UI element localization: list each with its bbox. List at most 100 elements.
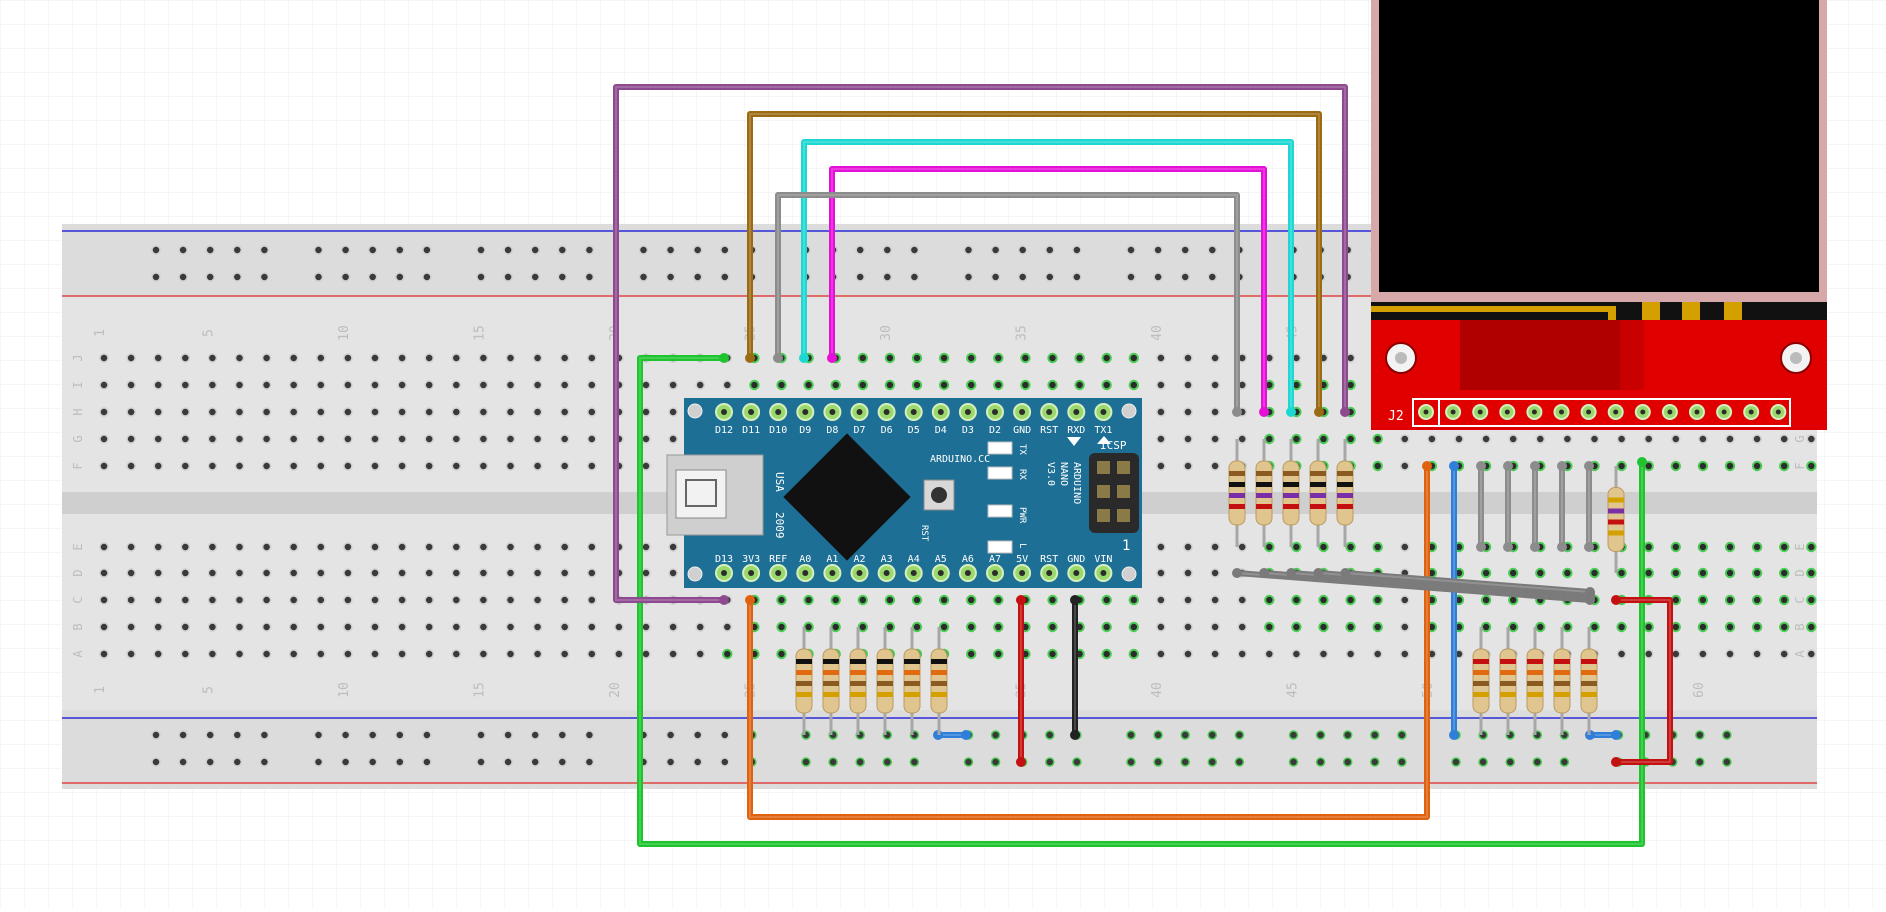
breadboard-hole (1156, 622, 1166, 632)
breadboard-hole (1806, 541, 1817, 553)
breadboard-hole (587, 622, 597, 632)
resistor-top-2-band (1256, 482, 1272, 487)
breadboard-hole (1724, 567, 1736, 579)
breadboard-hole (1372, 649, 1383, 659)
rail-hole (313, 730, 324, 740)
breadboard-hole (370, 568, 380, 578)
rail-hole (1207, 730, 1218, 740)
resistor-right-3-band (1527, 692, 1543, 697)
breadboard-hole (1128, 594, 1140, 606)
breadboard-hole (1291, 649, 1302, 659)
breadboard-hole (1616, 621, 1627, 633)
breadboard-hole (343, 649, 353, 659)
status-led-label: PWR (1017, 507, 1027, 524)
rail-hole (178, 730, 188, 740)
resistor-bottom-2-band (823, 692, 839, 697)
wire-gray-short-4-end (1557, 461, 1567, 471)
breadboard-hole (1156, 649, 1166, 659)
wire-orange[interactable] (747, 463, 1430, 820)
wire-gray[interactable] (775, 192, 1240, 415)
resistor-right-3-band (1527, 681, 1543, 686)
resistor-bottom-6-band (931, 681, 947, 686)
wire-brown[interactable] (747, 111, 1322, 415)
wire-brown-end (745, 353, 755, 363)
wire-red-loop[interactable] (1613, 597, 1673, 765)
wire-gray-diagonal-5-end (1585, 587, 1595, 597)
breadboard-hole (451, 595, 462, 605)
breadboard-hole (424, 461, 434, 471)
breadboard-hole (695, 649, 705, 659)
rail-hole (340, 245, 351, 255)
breadboard-hole (180, 568, 191, 578)
rail-hole (990, 757, 1001, 767)
resistor-bottom-5-band (904, 692, 920, 697)
breadboard-hole (478, 380, 489, 390)
breadboard-hole (1779, 649, 1789, 659)
rail-hole (692, 272, 703, 282)
rail-hole (503, 730, 513, 740)
breadboard-hole (505, 595, 516, 605)
wire-gray-diagonal-5[interactable] (1342, 570, 1593, 595)
rail-hole (720, 245, 730, 255)
breadboard-hole (261, 353, 272, 363)
wire-blue-end (1449, 461, 1459, 471)
breadboard-hole (1616, 649, 1627, 659)
breadboard-hole (505, 353, 516, 363)
rail-hole (1397, 757, 1407, 767)
breadboard-hole (1400, 649, 1410, 659)
breadboard-hole (1210, 353, 1220, 363)
rail-hole (963, 245, 974, 255)
wire-green[interactable] (637, 355, 1645, 847)
icsp-pin (1097, 461, 1110, 474)
resistor-right-1-band (1473, 692, 1489, 697)
display-screen (1379, 0, 1819, 292)
breadboard-hole (1589, 434, 1600, 444)
rail-hole (557, 272, 568, 282)
nano-pin-hole (721, 409, 727, 415)
breadboard-hole (857, 379, 868, 391)
mount-hole-icon (687, 566, 703, 582)
breadboard-hole (1210, 649, 1220, 659)
breadboard-hole (153, 542, 163, 552)
resistor-bottom-3-band (850, 659, 866, 664)
breadboard-hole (1264, 621, 1275, 633)
breadboard-hole (397, 542, 407, 552)
resistor-bottom-2-band (823, 659, 839, 664)
nano-pin-hole (1073, 409, 1080, 415)
breadboard-hole (1156, 542, 1166, 552)
tft-display-module[interactable]: J2 (1371, 0, 1827, 430)
wire-purple[interactable] (613, 84, 1348, 603)
breadboard-hole (1318, 649, 1329, 659)
breadboard-hole (668, 434, 678, 444)
breadboard-hole (1698, 434, 1708, 444)
breadboard-hole (99, 622, 109, 632)
wire-magenta[interactable] (829, 166, 1267, 415)
rail-hole (1017, 245, 1028, 255)
breadboard-hole (532, 434, 543, 444)
display-header-pin-hole (1423, 409, 1429, 415)
breadboard-hole (1481, 434, 1491, 444)
breadboard-hole (1535, 567, 1546, 579)
tx-arrow-icon (1067, 437, 1081, 446)
resistor-bottom-3-band (850, 670, 866, 675)
rail-hole (557, 757, 568, 767)
breadboard-hole (1806, 621, 1817, 633)
row-letter: D (1793, 569, 1807, 576)
resistor-single-band (1608, 508, 1624, 514)
breadboard-hole (397, 353, 407, 363)
breadboard-hole (126, 353, 136, 363)
resistors (795, 439, 1625, 735)
breadboard-hole (695, 380, 705, 390)
wire-gray-end (1232, 407, 1242, 417)
icsp-arrow-icon (1097, 436, 1111, 444)
resistor-right-2-band (1500, 659, 1516, 664)
breadboard-hole (370, 380, 380, 390)
nano-pin-hole (748, 570, 755, 576)
wire-red-loop-end (1611, 757, 1621, 767)
display-flex-trace (1371, 306, 1616, 312)
breadboard-hole (1779, 567, 1790, 579)
wire-cyan[interactable] (801, 139, 1294, 415)
breadboard-hole (1724, 621, 1736, 633)
breadboard-hole (1616, 460, 1627, 472)
